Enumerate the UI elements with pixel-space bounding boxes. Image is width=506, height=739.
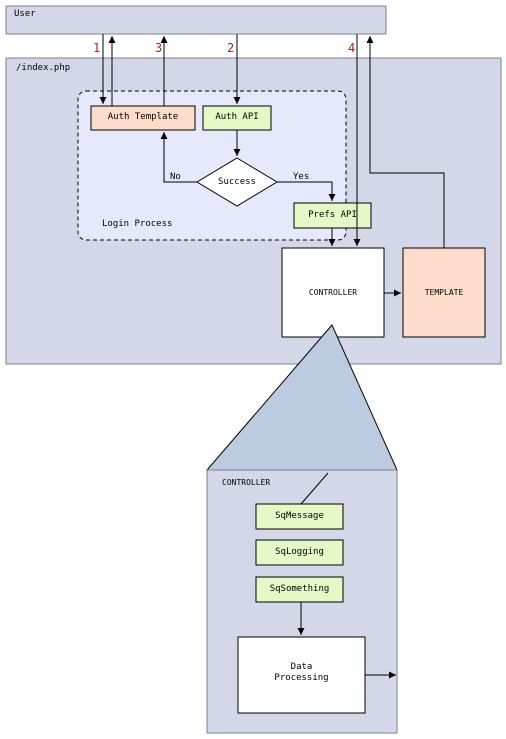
- sqmessage-label: SqMessage: [275, 511, 324, 521]
- controller-detail-title: CONTROLLER: [222, 478, 271, 487]
- template-box: [402, 247, 486, 338]
- user-label: User: [14, 9, 36, 19]
- step-number-4: 4: [348, 41, 356, 55]
- arrow-yes-to-prefs-api: [277, 181, 336, 201]
- controller-box: [281, 247, 385, 338]
- controller-pointer-line: [300, 472, 329, 505]
- no-label: No: [170, 172, 181, 182]
- login-process-label: Login Process: [102, 219, 173, 229]
- step-number-2: 2: [227, 41, 235, 55]
- data-processing-label: Data Processing: [274, 662, 329, 683]
- success-label: Success: [218, 177, 256, 187]
- controller-label: CONTROLLER: [308, 288, 358, 297]
- prefs-api-box: [293, 202, 372, 229]
- sqsomething-label: SqSomething: [269, 584, 330, 594]
- prefs-api-label: Prefs API: [308, 210, 357, 220]
- step-number-3: 3: [155, 41, 163, 55]
- auth-api-label: Auth API: [215, 112, 259, 122]
- sqlogging-box: [255, 539, 344, 566]
- index-php-label: /index.php: [16, 63, 71, 73]
- auth-template-box: [90, 105, 196, 131]
- sqmessage-box: [255, 503, 344, 530]
- template-label: TEMPLATE: [424, 288, 464, 297]
- arrow-template-to-user: [366, 36, 445, 248]
- user-bar: [5, 5, 387, 35]
- arrow-no-to-auth-template: [160, 132, 197, 183]
- auth-template-label: Auth Template: [107, 112, 179, 122]
- sqlogging-label: SqLogging: [275, 547, 324, 557]
- auth-api-box: [202, 105, 272, 131]
- yes-label: Yes: [293, 172, 310, 182]
- success-decision: [196, 157, 278, 207]
- sqsomething-box: [255, 576, 344, 603]
- data-processing-box: [237, 636, 366, 714]
- step-number-1: 1: [93, 41, 101, 55]
